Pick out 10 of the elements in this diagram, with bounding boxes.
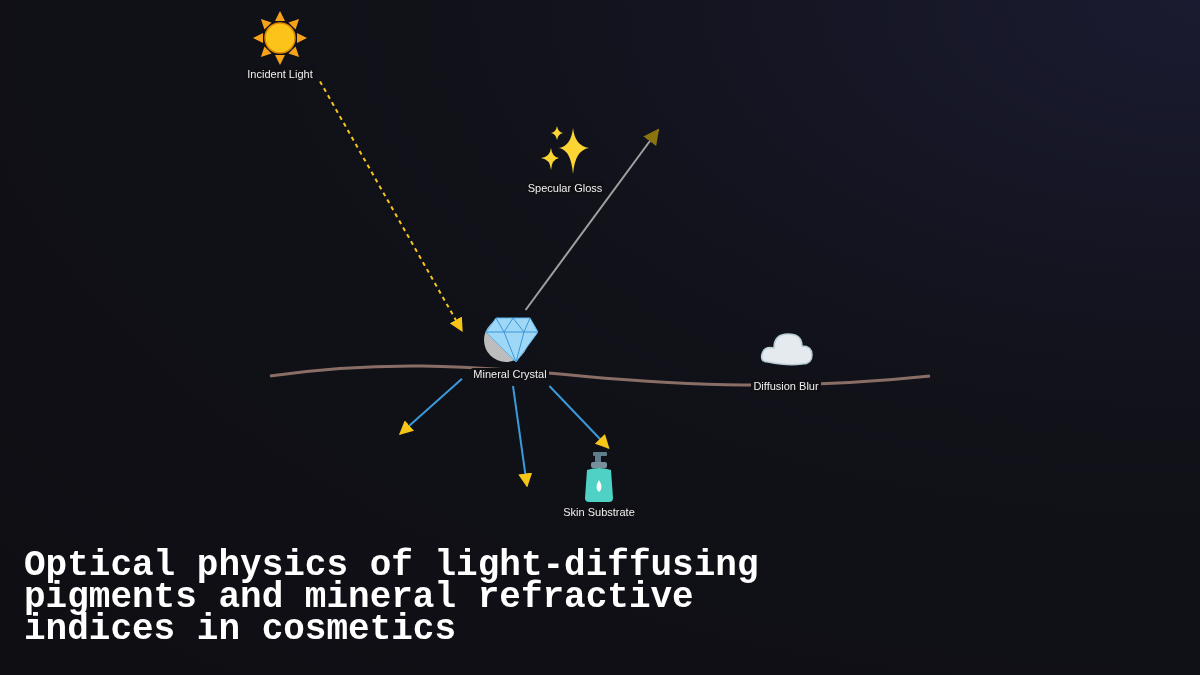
node-label: Specular Gloss xyxy=(525,182,605,194)
arrow xyxy=(524,128,660,311)
arrow xyxy=(398,377,463,435)
arrow xyxy=(319,80,463,333)
arrow xyxy=(512,385,533,488)
node-label: Diffusion Blur xyxy=(751,380,821,392)
node-label: Skin Substrate xyxy=(561,506,637,518)
node-label: Mineral Crystal xyxy=(471,368,549,380)
node-label: Incident Light xyxy=(245,68,315,80)
arrow xyxy=(548,385,610,449)
